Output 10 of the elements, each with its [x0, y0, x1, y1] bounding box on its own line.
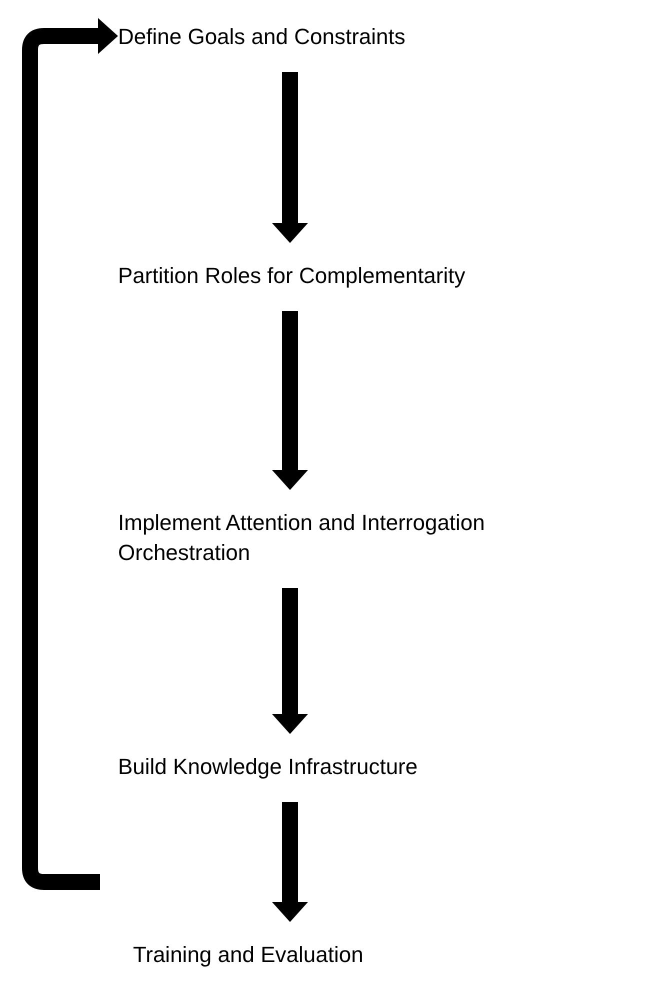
arrow [22, 18, 118, 890]
step-label: Implement Attention and Interrogation Orchestration [118, 509, 486, 567]
arrow [272, 802, 308, 922]
step-label: Define Goals and Constraints [118, 23, 406, 51]
arrow [272, 588, 308, 734]
arrow [272, 311, 308, 490]
arrow [272, 72, 308, 243]
step-label: Build Knowledge Infrastructure [118, 753, 419, 781]
step-label: Partition Roles for Complementarity [118, 262, 466, 290]
step-label: Training and Evaluation [133, 941, 364, 969]
